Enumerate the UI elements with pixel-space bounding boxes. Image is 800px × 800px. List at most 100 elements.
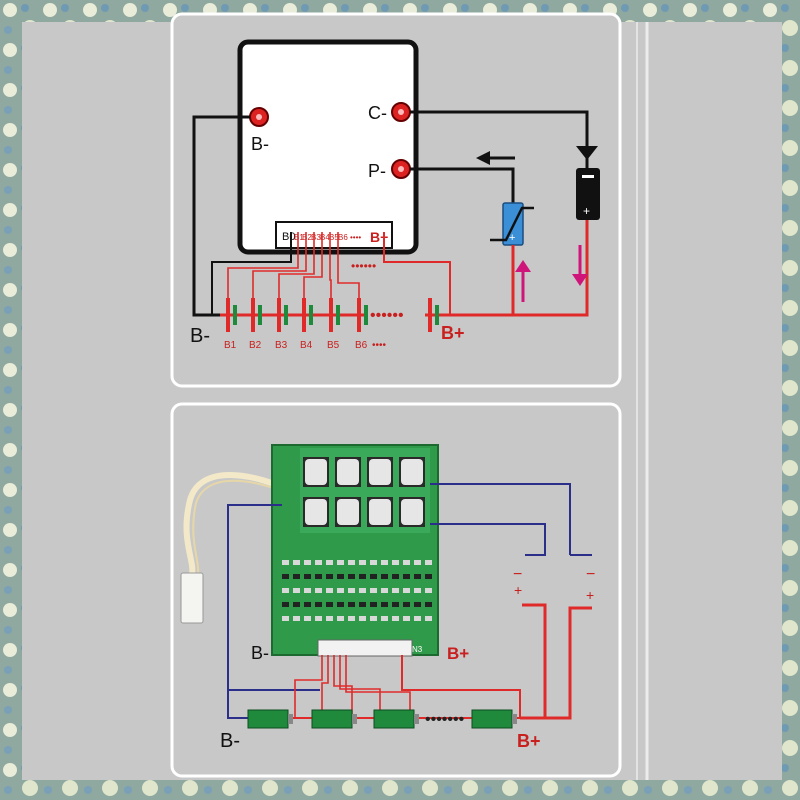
smd-part (425, 588, 432, 593)
smd-part (381, 574, 388, 579)
header-pin-4: B4 (320, 233, 330, 242)
board-b-minus: B- (251, 643, 269, 663)
smd-part (293, 560, 300, 565)
smd-part (337, 574, 344, 579)
tap-wire-4 (303, 232, 323, 315)
label-b-minus: B- (251, 134, 269, 154)
bottom-tap-1 (294, 655, 323, 718)
smd-part (326, 574, 333, 579)
wire-p-minus-board (430, 523, 546, 556)
battery-cell-4 (471, 709, 517, 729)
smd-part (425, 602, 432, 607)
mosfet-array (303, 457, 425, 527)
smd-part (403, 560, 410, 565)
load1-minus: − (513, 566, 522, 583)
smd-part (282, 560, 289, 565)
arrow-down-black (576, 146, 598, 160)
charger-plus-label: + (583, 204, 590, 218)
smd-part (315, 560, 322, 565)
wire-load2-plus (520, 606, 592, 720)
header-strip (275, 221, 393, 249)
smd-part (304, 560, 311, 565)
smd-part (403, 602, 410, 607)
smd-part (315, 574, 322, 579)
smd-part (326, 602, 333, 607)
bottom-tap-3 (333, 655, 353, 718)
terminal-c-minus (391, 102, 411, 122)
load2-minus: − (586, 566, 595, 583)
smd-part (326, 588, 333, 593)
mosfet-cap (369, 459, 391, 485)
balance-connector (317, 639, 413, 657)
mosfet-cap (401, 459, 423, 485)
cell-3: B4 (300, 298, 313, 351)
mosfet-cap (337, 459, 359, 485)
arrow-up-magenta (515, 260, 531, 272)
smd-part (370, 616, 377, 621)
cell-label-6: •••• (372, 340, 387, 351)
charger-minus-mark (582, 175, 594, 178)
smd-part (304, 574, 311, 579)
sense-connector-plug (180, 572, 204, 624)
header-pin-1: B1 (294, 233, 304, 242)
smd-part (326, 616, 333, 621)
smd-part (392, 574, 399, 579)
label-c-minus: C- (368, 103, 387, 123)
mosfet-cap (305, 459, 327, 485)
smd-part (293, 602, 300, 607)
mosfet-cap (305, 499, 327, 525)
cell-label-4: B5 (327, 340, 340, 351)
smd-part (359, 574, 366, 579)
load-plus-label: + (509, 232, 515, 244)
smd-part (392, 616, 399, 621)
smd-part (414, 602, 421, 607)
smd-part (282, 574, 289, 579)
cell-5: B6 (355, 298, 368, 351)
cell-label-3: B4 (300, 340, 313, 351)
cell-label-1: B2 (249, 340, 262, 351)
bms-box (237, 39, 419, 255)
header-pin-2: B2 (302, 233, 312, 242)
smd-part (315, 602, 322, 607)
cell-label-2: B3 (275, 340, 288, 351)
sense-cable (183, 472, 302, 576)
smd-part (370, 602, 377, 607)
smd-part (359, 616, 366, 621)
terminal-p-minus (391, 159, 411, 179)
cell-dots: •••••• (370, 307, 404, 324)
header-b-plus: B+ (370, 229, 388, 245)
tap-wire-5 (329, 232, 332, 315)
smd-part (293, 616, 300, 621)
header-pin-5: B5 (329, 233, 339, 242)
header-pin-0: B0 (282, 231, 295, 243)
smd-part (304, 616, 311, 621)
smd-part (425, 560, 432, 565)
smd-part (392, 560, 399, 565)
smd-part (304, 588, 311, 593)
tap-wire-1 (227, 232, 299, 315)
tap-wire-3 (278, 232, 315, 315)
smd-part (282, 602, 289, 607)
bottom-b-plus: B+ (441, 323, 465, 343)
bottom-tap-4 (339, 655, 381, 718)
bottom-cell-dots: ••••••• (425, 711, 464, 728)
smd-part (381, 616, 388, 621)
smd-part (359, 560, 366, 565)
load1-plus: + (514, 582, 522, 598)
smd-part (414, 616, 421, 621)
smd-part (359, 588, 366, 593)
battery-cell-3 (373, 709, 419, 729)
smd-part (403, 588, 410, 593)
wire-b0 (211, 232, 292, 315)
smd-part (425, 574, 432, 579)
cell-6: •••• (372, 340, 387, 351)
cell-4: B5 (327, 298, 340, 351)
smd-part (315, 588, 322, 593)
smd-part (348, 574, 355, 579)
cell-1: B2 (249, 298, 262, 351)
mosfet-cap (401, 499, 423, 525)
smd-part (293, 588, 300, 593)
smd-part (370, 574, 377, 579)
battery-cell-2 (311, 709, 357, 729)
